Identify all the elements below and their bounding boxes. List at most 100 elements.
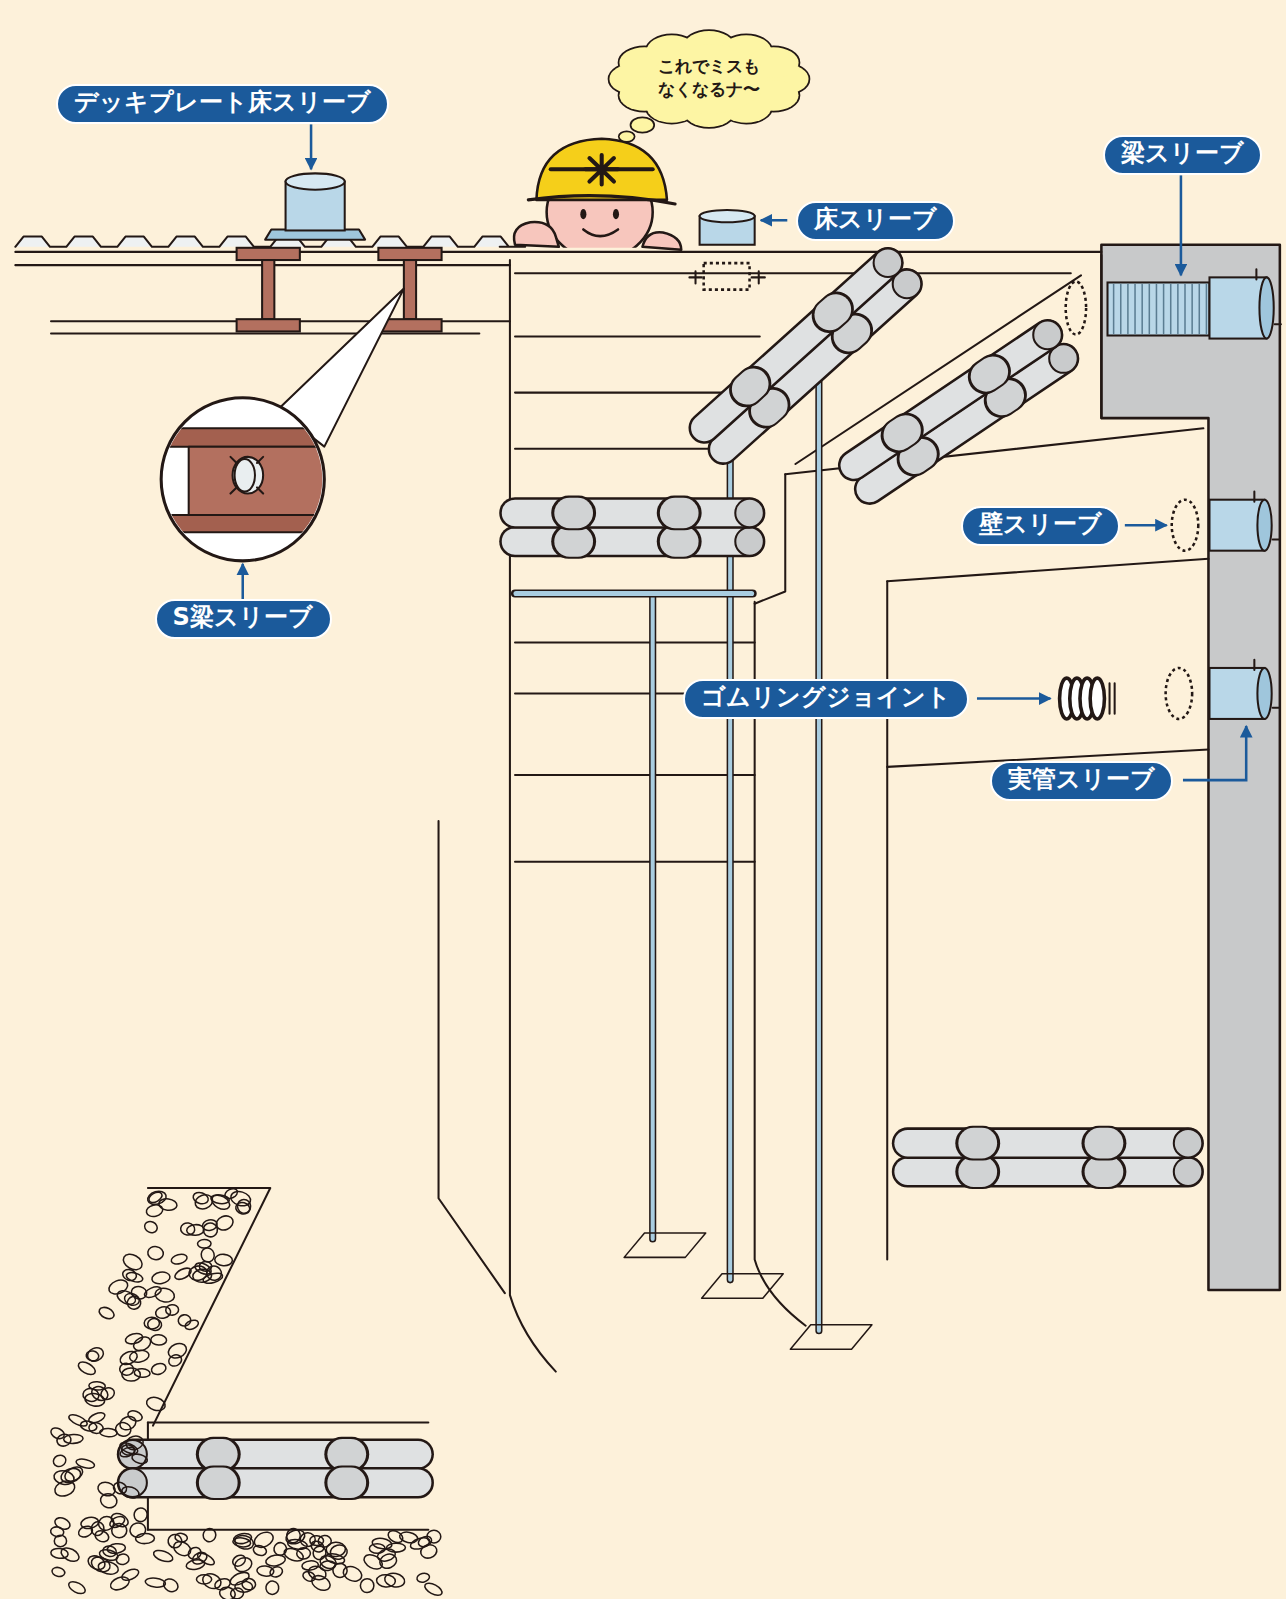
embedded-sleeve bbox=[704, 263, 750, 290]
corrugation bbox=[1163, 285, 1165, 334]
gravel-stone bbox=[118, 1440, 139, 1455]
gravel-stone bbox=[302, 1560, 319, 1571]
pipe-joint bbox=[1100, 1128, 1108, 1159]
pipe-joint bbox=[1100, 1156, 1108, 1187]
gravel-stone bbox=[75, 1457, 95, 1469]
callout-label: デッキプレート床スリーブ bbox=[56, 84, 389, 124]
sleeve-tab bbox=[1256, 269, 1280, 324]
hanger-rods bbox=[515, 372, 872, 1349]
eye bbox=[580, 209, 586, 219]
gravel-stone bbox=[174, 1532, 188, 1542]
callout-label: 梁スリーブ bbox=[1103, 135, 1262, 175]
pipe bbox=[515, 500, 750, 527]
building-lines bbox=[15, 252, 1208, 1530]
label-text: ゴムリングジョイント bbox=[701, 682, 951, 713]
structure-line bbox=[515, 641, 755, 643]
gravel-stone bbox=[107, 1277, 130, 1296]
pipe-outline bbox=[854, 335, 1048, 466]
gravel-stone bbox=[85, 1345, 105, 1363]
hanger-rod bbox=[651, 597, 655, 1239]
label-text: 床スリーブ bbox=[814, 204, 937, 235]
beam-sleeve-ring bbox=[235, 459, 255, 492]
pipe-joint bbox=[343, 1439, 351, 1470]
gravel-stone bbox=[192, 1191, 210, 1206]
gravel-stone bbox=[384, 1572, 406, 1589]
pipe-pair bbox=[854, 321, 1078, 489]
structure-line bbox=[1100, 255, 1102, 418]
label-text: 梁スリーブ bbox=[1121, 138, 1244, 169]
gravel-stone bbox=[97, 1560, 120, 1576]
gravel-stone bbox=[329, 1543, 349, 1561]
sleeve-tab bbox=[1254, 660, 1278, 708]
floor-plate bbox=[790, 1325, 872, 1349]
gravel-stone bbox=[399, 1531, 419, 1544]
joint-outline bbox=[914, 454, 922, 460]
gravel-stone bbox=[362, 1552, 385, 1572]
gravel-stone bbox=[386, 1543, 405, 1552]
pipe-pair bbox=[908, 1129, 1203, 1186]
sleeve-end-hidden bbox=[1172, 500, 1199, 551]
corrugation bbox=[1191, 285, 1193, 334]
gravel-stone bbox=[155, 1305, 172, 1319]
sleeve-end bbox=[1257, 668, 1271, 719]
gravel-stone bbox=[86, 1553, 107, 1572]
gravel-stone bbox=[188, 1265, 208, 1282]
zoom-callout bbox=[161, 289, 404, 561]
gravel-stone bbox=[416, 1572, 430, 1583]
callout-label: S梁スリーブ bbox=[155, 599, 332, 639]
gravel-stone bbox=[97, 1514, 116, 1532]
gravel-stone bbox=[109, 1575, 131, 1593]
speech-text: これでミスも なくなるナ〜 bbox=[655, 55, 762, 101]
leader-arrow bbox=[761, 219, 788, 222]
leader-arrow bbox=[1180, 175, 1183, 275]
structure-line bbox=[510, 260, 556, 1372]
gravel-stone bbox=[209, 1192, 232, 1212]
gravel-stone bbox=[129, 1521, 148, 1539]
gravel-stone bbox=[213, 1577, 231, 1592]
leader-arrow bbox=[1125, 524, 1167, 527]
joint-outline bbox=[674, 496, 684, 531]
zoom-content bbox=[163, 428, 326, 532]
pipe-outline bbox=[908, 1127, 1188, 1159]
beam-flange bbox=[237, 248, 300, 260]
cloud-edge bbox=[653, 44, 766, 113]
deck-sleeve bbox=[265, 173, 365, 239]
pipe-joint bbox=[986, 372, 993, 377]
gravel-stone bbox=[126, 1409, 143, 1423]
joint-outline bbox=[973, 1126, 983, 1161]
zoom-flange bbox=[163, 515, 326, 532]
helmet-logo bbox=[585, 155, 618, 185]
hand bbox=[514, 222, 559, 247]
gravel-stone bbox=[51, 1566, 66, 1578]
cloud-fill bbox=[620, 132, 634, 141]
pipe-outline bbox=[133, 1467, 419, 1499]
leader-arrow bbox=[241, 564, 244, 600]
gravel-stone bbox=[158, 1198, 177, 1211]
gravel-stone bbox=[265, 1554, 286, 1568]
joint-outline bbox=[569, 496, 579, 531]
sleeve-body bbox=[1209, 668, 1264, 719]
joint-outline bbox=[1001, 395, 1009, 401]
gravel-stone bbox=[214, 1213, 235, 1232]
gravel-stone bbox=[161, 1576, 180, 1594]
floor-sleeve bbox=[689, 210, 764, 290]
pipe-joint bbox=[214, 1467, 222, 1498]
label-text: 実管スリーブ bbox=[1008, 764, 1155, 795]
floor-plate bbox=[702, 1274, 784, 1298]
sleeve-mark bbox=[689, 271, 764, 283]
corrugation bbox=[1156, 285, 1158, 334]
pipe-joint bbox=[675, 498, 683, 529]
corrugation bbox=[1113, 285, 1115, 334]
gravel-stone bbox=[143, 1219, 159, 1234]
beam-sleeve bbox=[1066, 269, 1281, 338]
callout-label: 床スリーブ bbox=[796, 201, 955, 241]
gravel-stone bbox=[318, 1554, 338, 1571]
structure-line bbox=[515, 448, 714, 450]
structure-line bbox=[515, 336, 760, 338]
joint-outline bbox=[213, 1465, 223, 1500]
hanger-rod bbox=[817, 372, 821, 1331]
gravel-stone bbox=[146, 1189, 168, 1206]
pipe-end bbox=[1174, 1157, 1203, 1186]
gravel-stone bbox=[99, 1386, 116, 1402]
